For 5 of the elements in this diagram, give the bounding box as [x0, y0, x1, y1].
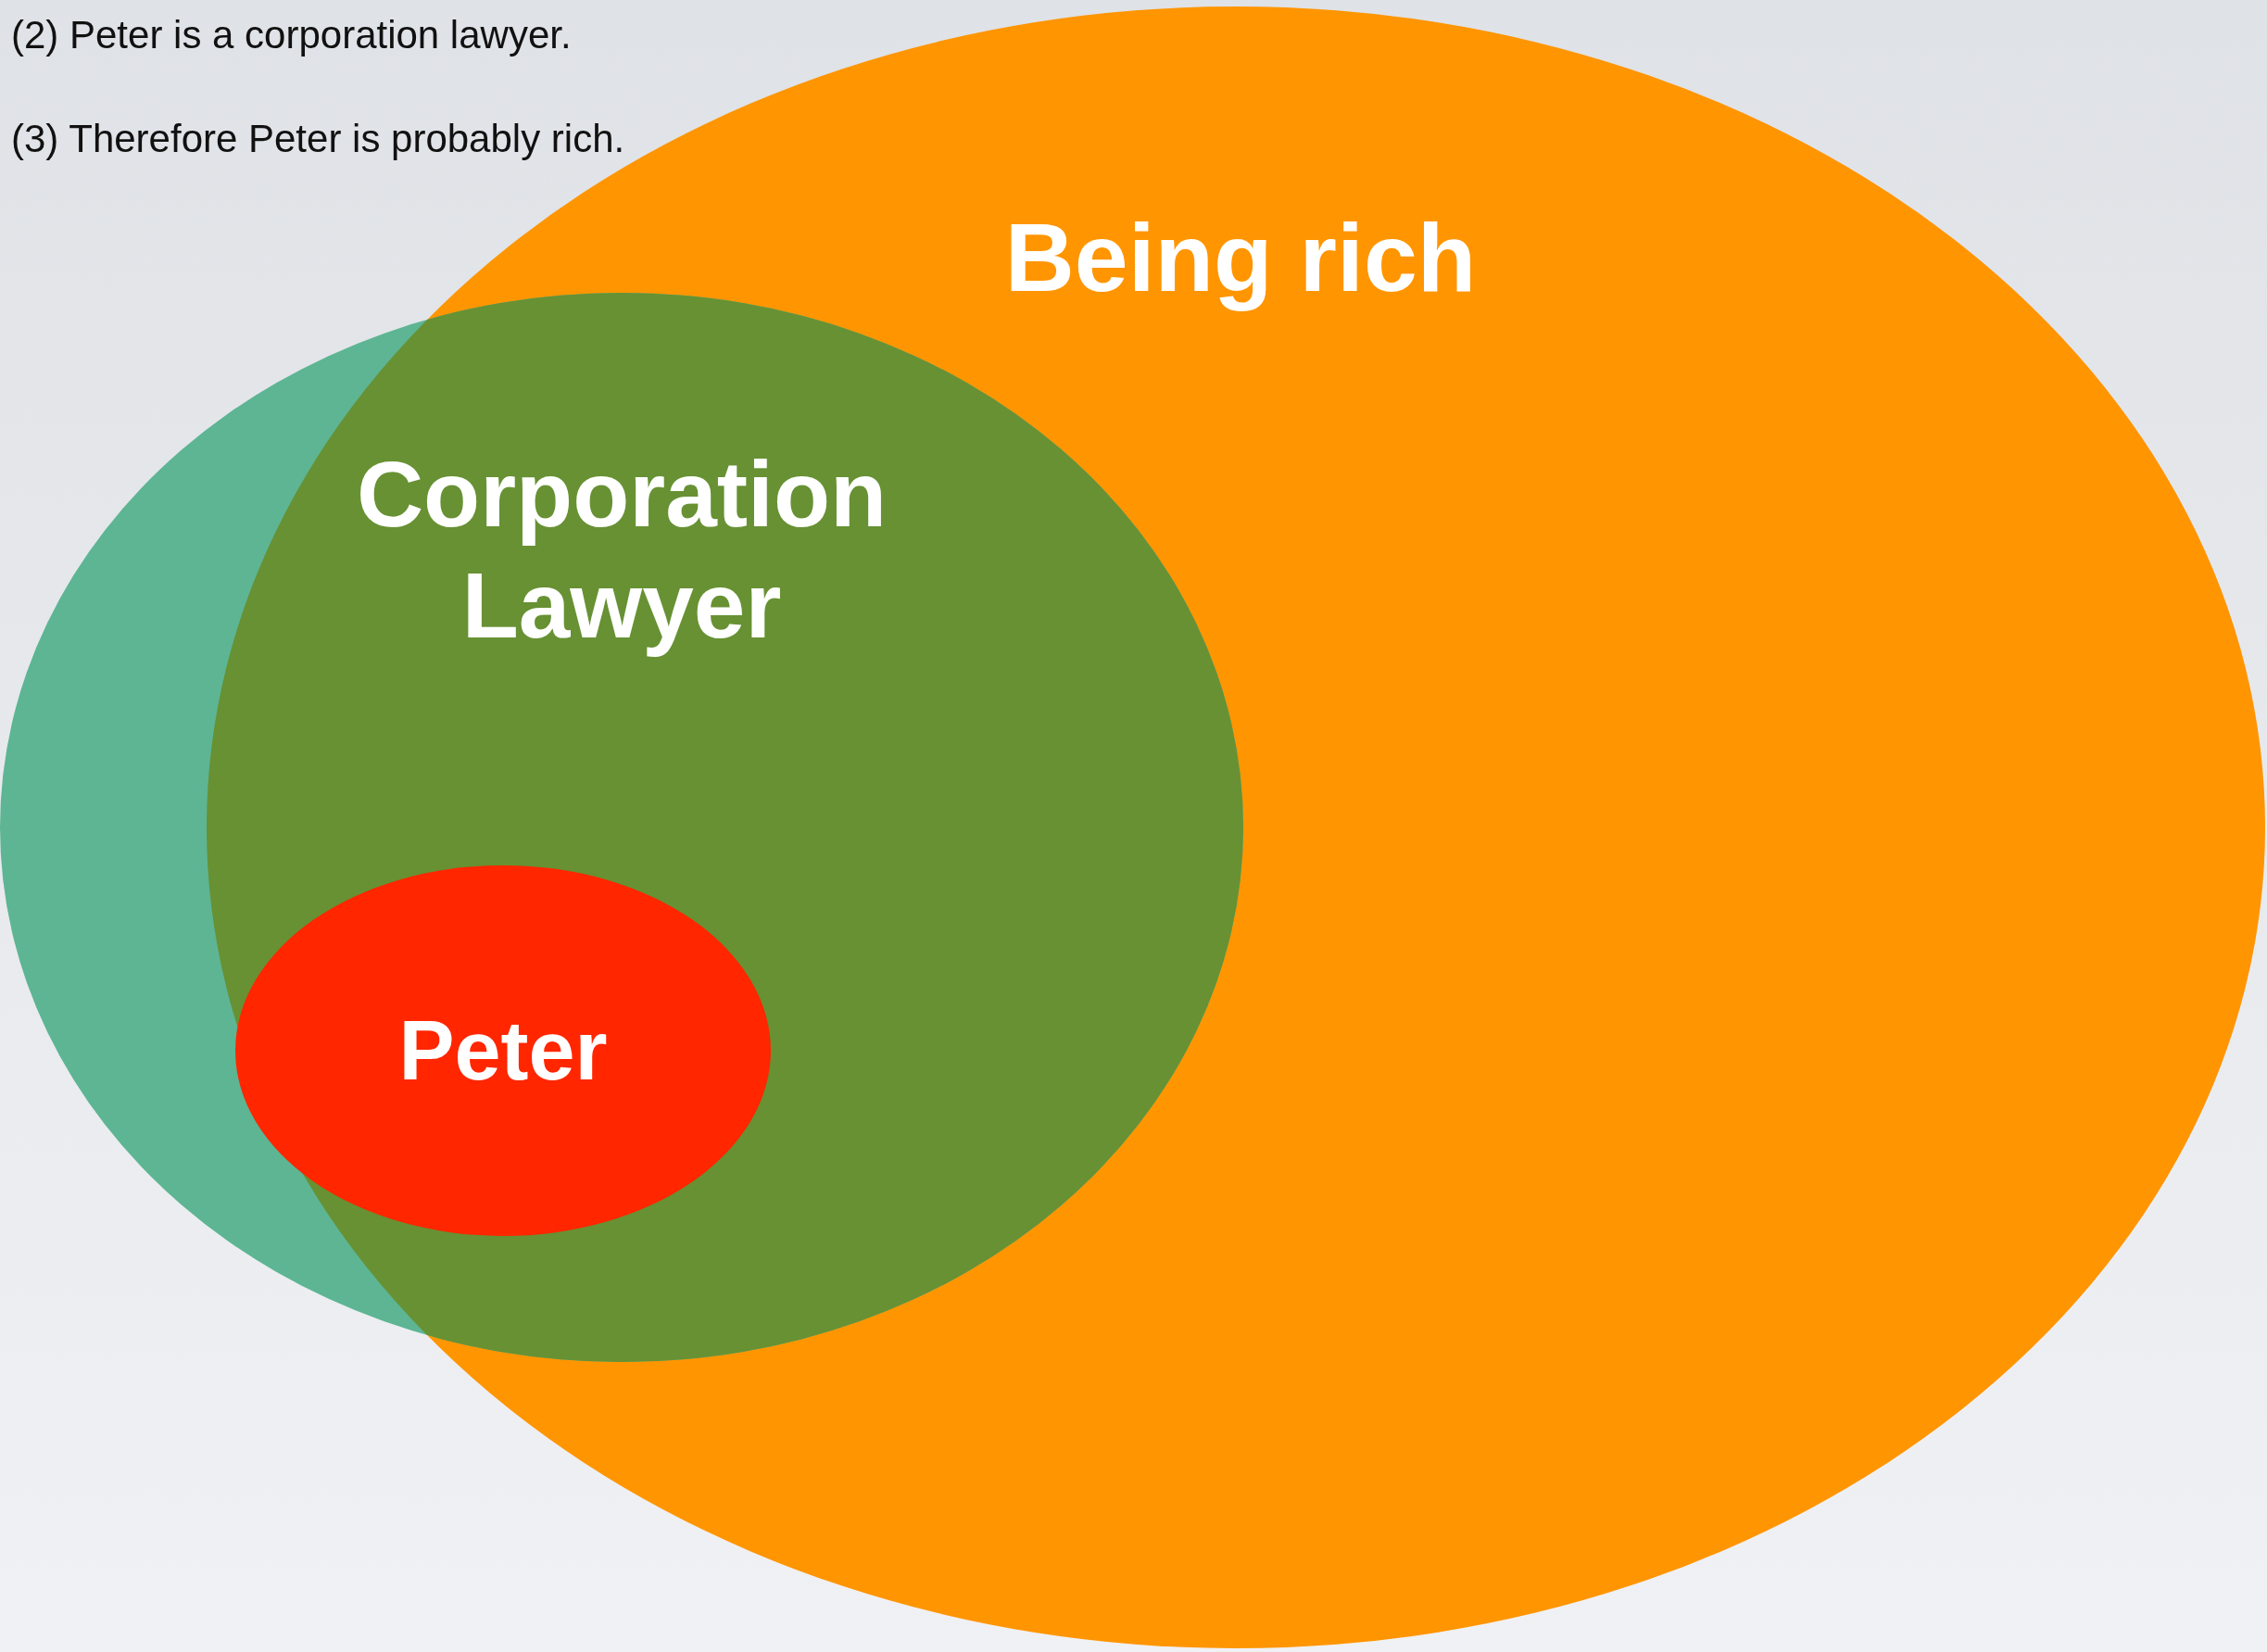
premise-text: (2) Peter is a corporation lawyer.	[11, 13, 572, 57]
set-label: Peter	[397, 1003, 609, 1099]
set-label: Corporation Lawyer	[355, 441, 888, 659]
premise-text: (3) Therefore Peter is probably rich.	[11, 117, 625, 161]
set-label: Being rich	[1003, 202, 1478, 313]
